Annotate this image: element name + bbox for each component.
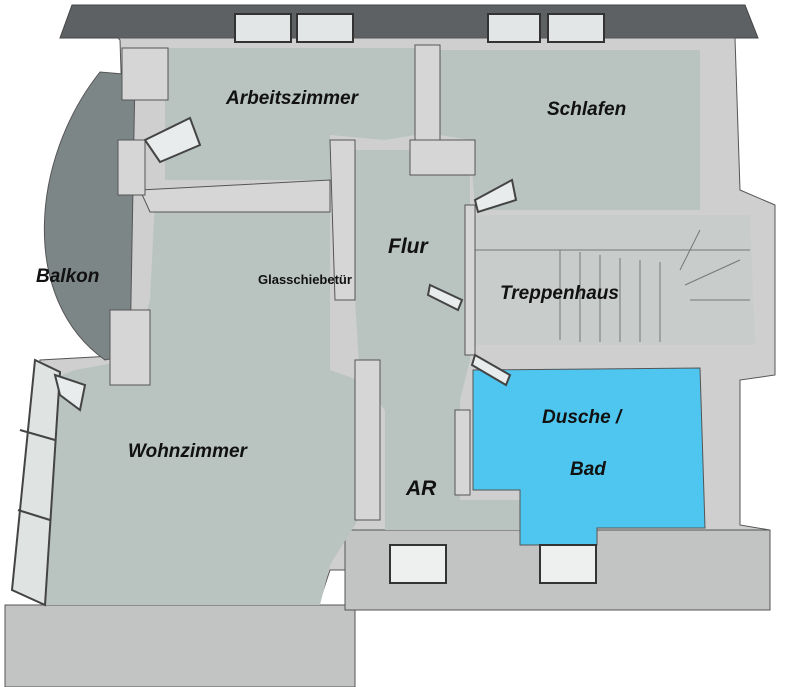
label-flur: Flur [388,235,428,258]
floor-flur [350,150,470,500]
glazing-frames [17,429,56,521]
stairs [470,229,750,342]
label-treppenhaus: Treppenhaus [500,283,619,304]
facade-bottom-left [4,604,356,687]
label-schlafen: Schlafen [547,99,627,120]
roof [59,4,759,39]
roof-windows [234,13,605,43]
floor-wohnzimmer [45,200,358,605]
label-arbeitszimmer: Arbeitszimmer [226,88,358,109]
label-balkon: Balkon [36,266,100,287]
winter-garden-glazing [10,358,62,607]
label-dusche: Dusche / [542,407,622,428]
floor-schlafen [440,50,700,210]
floor-arbeitszimmer [165,48,415,180]
label-ar: AR [406,477,437,500]
floor-ar [385,420,520,530]
balcony [43,71,136,361]
door-leaves [53,116,518,412]
label-wohnzimmer: Wohnzimmer [128,441,247,462]
bottom-windows [389,544,597,584]
label-glasschiebetuer: Glasschiebetür [258,272,352,287]
label-bad: Bad [570,459,606,480]
floor-treppenhaus [470,215,755,345]
